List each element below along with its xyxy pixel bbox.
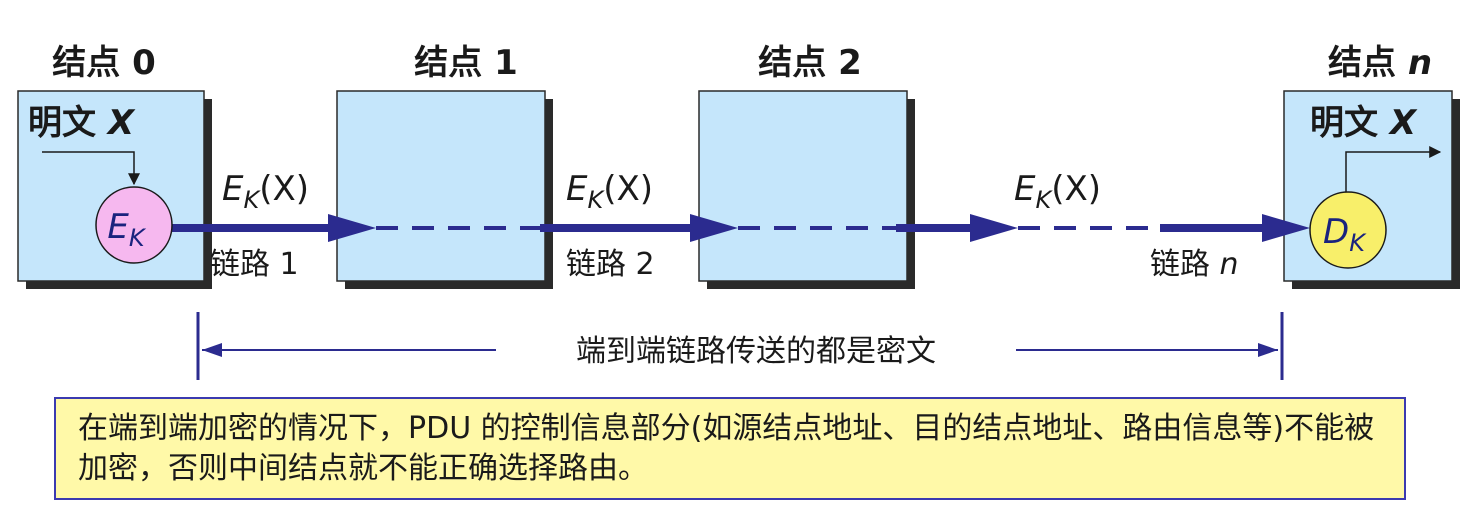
- ciphertext-label-link-1: EK(X): [222, 169, 309, 214]
- plaintext-input-arrow: [42, 151, 140, 186]
- link-n-label: 链路 n: [1150, 247, 1239, 282]
- explanation-note: 在端到端加密的情况下，PDU 的控制信息部分(如源结点地址、目的结点地址、路由信…: [54, 397, 1406, 500]
- node-1: 结点 1: [336, 43, 553, 289]
- ciphertext-channel: [166, 214, 1310, 242]
- link-n-arrowhead-2: [1262, 214, 1310, 242]
- note-text: 在端到端加密的情况下，PDU 的控制信息部分(如源结点地址、目的结点地址、路由信…: [78, 411, 1375, 486]
- plaintext-label-dest: 明文 X: [1310, 103, 1418, 143]
- link-1-arrowhead: [328, 214, 376, 242]
- node-2: 结点 2: [698, 43, 915, 289]
- encrypter: EK: [95, 186, 173, 264]
- plaintext-output-arrow: [1345, 146, 1442, 196]
- decrypter-label: DK: [1323, 212, 1367, 257]
- link-2-label: 链路 2: [566, 247, 655, 282]
- link-1-label: 链路 1: [210, 247, 299, 282]
- ciphertext-label-link-2: EK(X): [566, 169, 653, 214]
- node-1-title: 结点 1: [414, 43, 518, 83]
- plaintext-label-source: 明文 X: [28, 103, 136, 143]
- node-0: 结点 0: [17, 43, 212, 289]
- end-to-end-span: 端到端链路传送的都是密文: [196, 312, 1284, 380]
- link-2-arrowhead: [690, 214, 738, 242]
- link-n-arrowhead-1: [970, 214, 1018, 242]
- node-n: 结点 n: [1283, 43, 1460, 289]
- node-n-title: 结点 n: [1328, 43, 1432, 83]
- encrypter-label: EK: [107, 207, 146, 252]
- node-2-title: 结点 2: [758, 43, 862, 83]
- span-right-arrowhead: [1258, 343, 1278, 357]
- span-label: 端到端链路传送的都是密文: [576, 334, 936, 369]
- decrypter: DK: [1309, 191, 1387, 269]
- ciphertext-label-link-n: EK(X): [1014, 169, 1101, 214]
- node-0-title: 结点 0: [52, 43, 156, 83]
- span-left-arrowhead: [202, 343, 222, 357]
